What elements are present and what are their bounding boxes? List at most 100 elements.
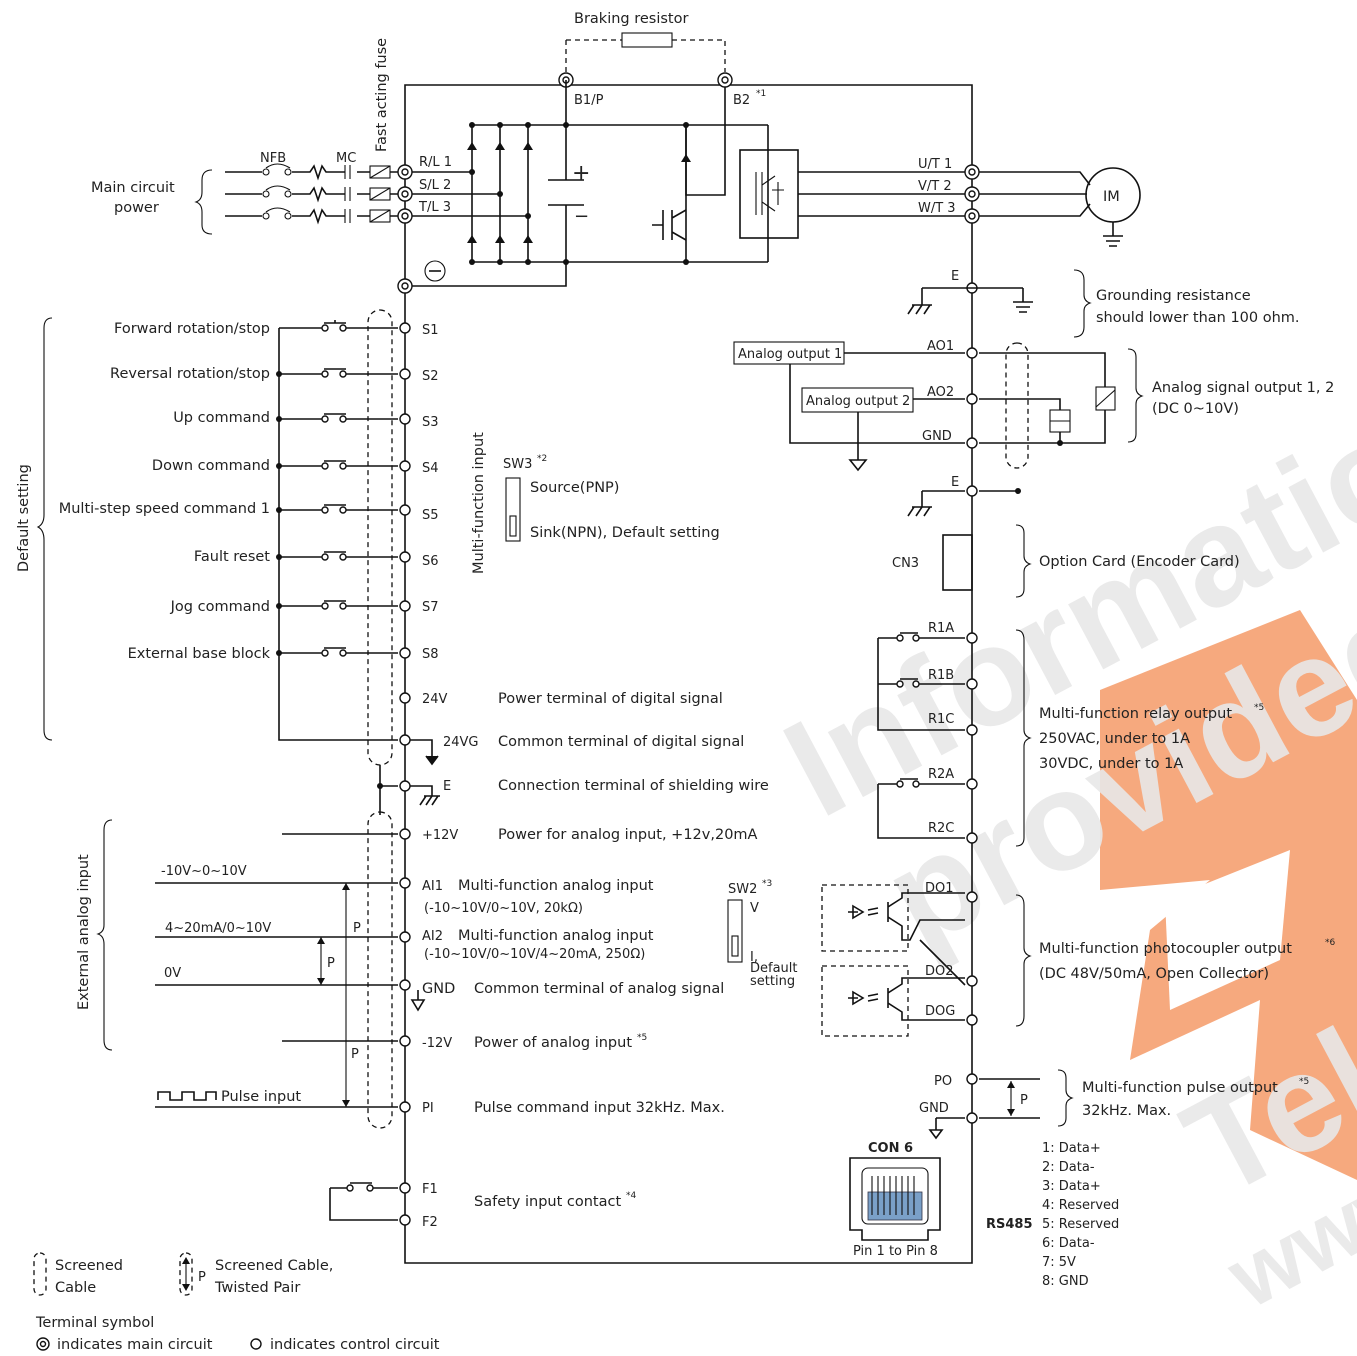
safety-sup: *4	[626, 1191, 637, 1201]
zero-v-label: 0V	[164, 966, 181, 981]
svg-text:AI2: AI2	[422, 929, 443, 944]
svg-text:P: P	[327, 956, 335, 971]
r2c-terminal: R2C	[928, 821, 954, 836]
braking-resistor-label: Braking resistor	[574, 11, 688, 27]
input-terminal: S6	[422, 554, 439, 569]
input-row-6: Fault reset S6	[194, 549, 439, 569]
input-name: Forward rotation/stop	[114, 321, 270, 337]
terminal-wt3: W/T 3	[918, 201, 956, 216]
sw2-label: SW2	[728, 882, 757, 897]
legend-control-circuit: indicates control circuit	[270, 1337, 440, 1353]
main-input: NFB MC Main circuit power R/L 1 S/L 2 T/…	[91, 151, 528, 235]
legend-screened-1: Screened	[55, 1258, 123, 1274]
power-stage: + −	[397, 80, 965, 294]
cap-plus: +	[572, 161, 590, 186]
terminal-rl1: R/L 1	[419, 155, 452, 170]
input-name: Fault reset	[194, 549, 270, 565]
input-row-7: Jog command S7	[170, 599, 439, 615]
analog-inputs: External analog input +12V Power for ana…	[76, 811, 758, 1129]
analog-outputs: Analog output 1 Analog output 2 AO1 AO2 …	[733, 339, 1334, 472]
cn3-option: E CN3 Option Card (Encoder Card)	[892, 475, 1240, 598]
terminal-vt2: V/T 2	[918, 179, 952, 194]
b2-superscript: *1	[756, 89, 766, 99]
input-name: Reversal rotation/stop	[110, 366, 270, 382]
input-terminal: S5	[422, 508, 439, 523]
b1p-terminal: B1/P	[574, 93, 604, 108]
main-circuit-label-1: Main circuit	[91, 180, 175, 196]
gnd-desc: Common terminal of analog signal	[474, 981, 724, 997]
input-row-4: Down command S4	[152, 458, 439, 476]
svg-text:24V: 24V	[422, 692, 448, 707]
digital-inputs: Default setting Multi-function input For…	[16, 309, 487, 766]
svg-text:P: P	[1020, 1093, 1028, 1108]
input-terminal: S7	[422, 600, 439, 615]
legend-screened-2: Cable	[55, 1280, 96, 1296]
analog-output-note-1: Analog signal output 1, 2	[1152, 380, 1334, 396]
sw2-sup: *3	[762, 879, 772, 889]
input-row-1: Forward rotation/stop S1	[114, 320, 439, 338]
ao-gnd-terminal: GND	[922, 429, 952, 444]
svg-text:DO2: DO2	[925, 964, 954, 979]
relay-desc-sup: *5	[1254, 703, 1264, 713]
input-name: External base block	[128, 646, 271, 662]
pi-desc: Pulse command input 32kHz. Max.	[474, 1100, 725, 1116]
fast-fuse-label: Fast acting fuse	[374, 38, 390, 152]
terminal-tl3: T/L 3	[418, 200, 451, 215]
ground-terminal: E Grounding resistance should lower than…	[907, 269, 1300, 338]
svg-text:GND: GND	[422, 981, 455, 997]
sw3-sup: *2	[537, 454, 547, 464]
pin-6: 6: Data-	[1042, 1236, 1095, 1251]
svg-text:GND: GND	[919, 1101, 949, 1116]
input-terminal: S4	[422, 461, 439, 476]
r1a-terminal: R1A	[928, 621, 954, 636]
v-range-label: -10V~0~10V	[161, 864, 247, 879]
svg-text:DOG: DOG	[925, 1004, 955, 1019]
m12-desc: Power of analog input	[474, 1035, 632, 1051]
photo-desc-sup: *6	[1325, 938, 1336, 948]
ground-note-2: should lower than 100 ohm.	[1096, 310, 1300, 326]
nfb-label: NFB	[260, 151, 286, 166]
input-row-3: Up command S3	[173, 410, 438, 430]
sw2-default-2: setting	[750, 974, 795, 989]
sw3-switch: SW3 *2 Source(PNP) Sink(NPN), Default se…	[503, 454, 720, 542]
photo-desc-2: (DC 48V/50mA, Open Collector)	[1039, 966, 1269, 982]
t24v-desc: Power terminal of digital signal	[498, 691, 723, 707]
safety-desc: Safety input contact	[474, 1194, 621, 1210]
terminal-symbol-label: Terminal symbol	[35, 1315, 154, 1331]
svg-text:F2: F2	[422, 1215, 438, 1230]
input-terminal: S2	[422, 369, 439, 384]
ai2-desc-2: (-10~10V/0~10V/4~20mA, 250Ω)	[424, 947, 645, 962]
ground-note-1: Grounding resistance	[1096, 288, 1251, 304]
photocoupler-outputs: DO1 DO2 DOG Multi-function photocoupler …	[821, 881, 1336, 1037]
sw2-v: V	[750, 901, 759, 916]
cap-minus: −	[574, 206, 589, 227]
svg-text:DO1: DO1	[925, 881, 954, 896]
r1c-terminal: R1C	[928, 712, 954, 727]
inverter-housing	[404, 84, 973, 1264]
t24vg-desc: Common terminal of digital signal	[498, 734, 744, 750]
con6-connector: CON 6 Pin 1 to Pin 8 RS485 1: Data+ 2: D…	[849, 1141, 1119, 1289]
external-analog-label: External analog input	[76, 854, 92, 1010]
i-range-label: 4~20mA/0~10V	[165, 921, 271, 936]
ai1-desc-1: Multi-function analog input	[458, 878, 654, 894]
svg-text:P: P	[198, 1270, 206, 1285]
legend-twisted-2: Twisted Pair	[214, 1280, 300, 1296]
relay-desc-2: 250VAC, under to 1A	[1039, 731, 1190, 747]
ai1-desc-2: (-10~10V/0~10V, 20kΩ)	[424, 901, 583, 916]
legend: Screened Cable P Screened Cable, Twisted…	[33, 1252, 440, 1353]
analog-output-2-box: Analog output 2	[806, 394, 910, 409]
pin-4: 4: Reserved	[1042, 1198, 1119, 1213]
pulse-out-desc-sup: *5	[1299, 1077, 1309, 1087]
pin-5: 5: Reserved	[1042, 1217, 1119, 1232]
svg-text:F1: F1	[422, 1182, 438, 1197]
con6-pins-caption: Pin 1 to Pin 8	[853, 1244, 938, 1259]
input-row-5: Multi-step speed command 1 S5	[59, 501, 439, 523]
cn3-label: CN3	[892, 556, 919, 571]
m12-sup: *5	[637, 1033, 647, 1043]
output-stage: U/T 1 V/T 2 W/T 3 IM	[918, 157, 1141, 247]
pin-3: 3: Data+	[1042, 1179, 1101, 1194]
con6-label: CON 6	[868, 1141, 913, 1156]
b2-terminal: B2	[733, 93, 750, 108]
svg-text:E: E	[443, 779, 451, 794]
